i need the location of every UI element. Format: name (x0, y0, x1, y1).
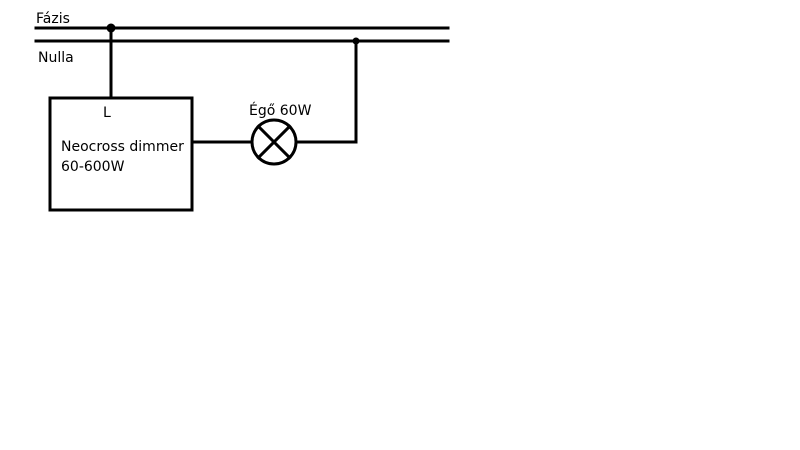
dimmer-rating-label: 60-600W (61, 159, 125, 175)
phase-junction-dot (106, 23, 116, 33)
lamp-symbol (250, 118, 298, 166)
dimmer-name-label: Neocross dimmer (61, 139, 184, 155)
neutral-label: Nulla (38, 50, 74, 66)
dimmer-box (48, 96, 194, 212)
neutral-junction-dot (352, 37, 360, 45)
lamp-cross-2 (256, 124, 292, 160)
phase-label: Fázis (36, 11, 70, 27)
lamp-circle (250, 118, 298, 166)
terminal-label: L (103, 105, 111, 121)
lamp-label: Égő 60W (249, 102, 312, 119)
